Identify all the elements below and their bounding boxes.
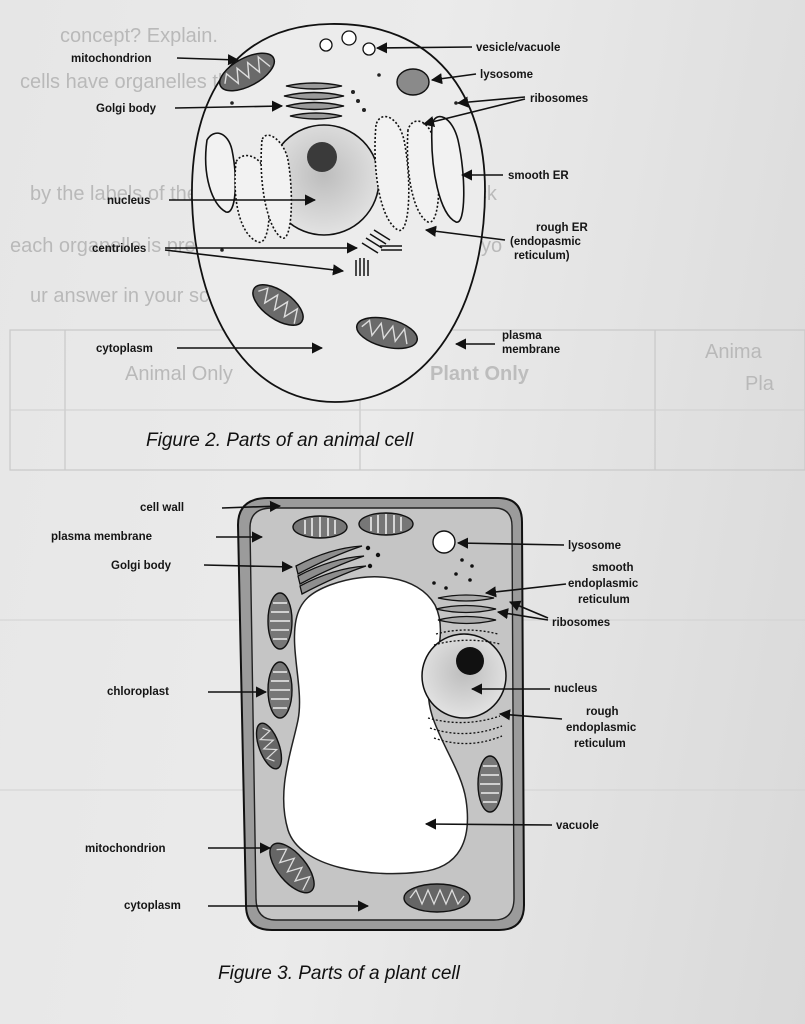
label-cytoplasm: cytoplasm xyxy=(124,900,181,912)
plant-mitochondrion-1 xyxy=(255,722,283,770)
label-nucleus: nucleus xyxy=(554,683,597,695)
label-mitochondrion: mitochondrion xyxy=(71,53,152,65)
chloroplast xyxy=(267,661,293,719)
label-smooth-er-3: reticulum xyxy=(578,594,630,606)
label-smooth-er: smooth ER xyxy=(508,170,569,182)
bg-col-animal: Animal Only xyxy=(125,363,233,385)
label-lysosome: lysosome xyxy=(568,540,621,552)
chloroplast xyxy=(292,515,348,539)
plant-mitochondrion-2 xyxy=(269,842,315,894)
animal-mitochondrion-3 xyxy=(355,316,419,350)
chloroplast xyxy=(358,512,414,536)
chloroplast xyxy=(267,592,293,650)
label-nucleus: nucleus xyxy=(107,195,150,207)
animal-cell-figure: mitochondrion vesicle/vacuole lysosome r… xyxy=(71,23,588,451)
animal-rough-er xyxy=(204,115,465,243)
label-vacuole: vacuole xyxy=(556,820,599,832)
plant-ribosomes xyxy=(365,545,474,590)
label-lysosome: lysosome xyxy=(480,69,533,81)
plant-leader-lines xyxy=(203,500,567,912)
figure3-caption: Figure 3. Parts of a plant cell xyxy=(218,963,461,984)
plant-lysosome xyxy=(432,530,456,554)
plant-mitochondrion-3 xyxy=(403,883,471,913)
label-ribosomes: ribosomes xyxy=(552,617,610,629)
label-golgi-body: Golgi body xyxy=(111,560,172,572)
label-rough-er-1: rough ER xyxy=(536,222,588,234)
label-plasma-membrane: plasma membrane xyxy=(51,531,152,543)
animal-lysosome xyxy=(396,68,430,96)
label-centrioles: centrioles xyxy=(92,243,146,255)
chloroplast xyxy=(477,755,503,813)
label-rough-er-3: reticulum xyxy=(574,738,626,750)
bg-col-both-1: Anima xyxy=(705,341,763,363)
label-mitochondrion: mitochondrion xyxy=(85,843,166,855)
plant-cell-figure: cell wall plasma membrane Golgi body lys… xyxy=(51,497,639,984)
bg-col-both-2: Pla xyxy=(745,373,775,395)
label-plasma-membrane-2: membrane xyxy=(502,344,560,356)
label-cell-wall: cell wall xyxy=(140,502,184,514)
label-ribosomes: ribosomes xyxy=(530,93,588,105)
label-vesicle-vacuole: vesicle/vacuole xyxy=(476,42,560,54)
animal-mitochondrion-2 xyxy=(252,284,304,326)
plant-chloroplasts xyxy=(267,512,503,813)
plant-rough-er xyxy=(427,629,503,745)
label-rough-er-3: reticulum) xyxy=(514,250,570,262)
label-chloroplast: chloroplast xyxy=(107,686,169,698)
label-rough-er-2: (endopasmic xyxy=(510,236,582,248)
animal-centrioles xyxy=(355,229,402,276)
bg-line-1: concept? Explain. xyxy=(60,25,218,47)
label-golgi-body: Golgi body xyxy=(96,103,157,115)
label-rough-er-2: endoplasmic xyxy=(566,722,637,734)
label-cytoplasm: cytoplasm xyxy=(96,343,153,355)
figure2-caption: Figure 2. Parts of an animal cell xyxy=(146,430,414,451)
plant-smooth-er xyxy=(435,594,497,625)
plant-golgi-body xyxy=(295,545,367,595)
label-smooth-er-1: smooth xyxy=(592,562,634,574)
label-rough-er-1: rough xyxy=(586,706,619,718)
animal-mitochondrion-1 xyxy=(218,52,276,92)
bg-col-plant: Plant Only xyxy=(430,363,530,385)
plant-nucleus xyxy=(421,633,507,719)
animal-vesicles xyxy=(319,30,376,56)
animal-nucleolus xyxy=(307,142,337,172)
label-smooth-er-2: endoplasmic xyxy=(568,578,639,590)
animal-golgi-body xyxy=(283,82,345,120)
animal-leader-lines xyxy=(164,42,526,354)
label-plasma-membrane-1: plasma xyxy=(502,330,542,342)
